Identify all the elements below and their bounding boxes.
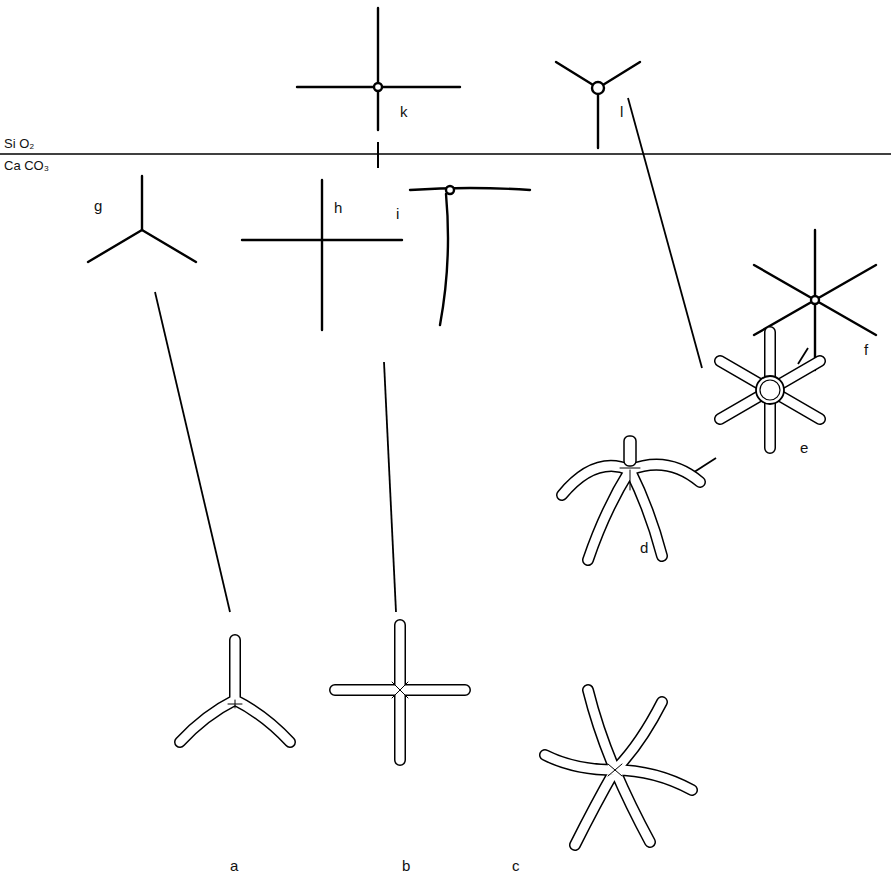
figure-letter: h <box>334 200 342 215</box>
figure-letter: g <box>94 198 102 213</box>
figure-letter: l <box>620 104 623 119</box>
figure-letter: b <box>402 858 410 873</box>
relation-lines <box>155 98 808 612</box>
figure-letter: c <box>512 858 520 873</box>
thin-spicules <box>88 8 876 370</box>
mineral-label: Ca CO₃ <box>4 159 49 172</box>
figure-letter: i <box>396 206 399 221</box>
figure-letter: e <box>800 440 808 455</box>
figure-letter: a <box>230 858 238 873</box>
figure-letter: k <box>400 104 408 119</box>
figure-letter: d <box>640 540 648 555</box>
divider-line <box>0 153 891 155</box>
tick-mark <box>377 142 379 168</box>
figure-letter: f <box>864 342 868 357</box>
mineral-label: Si O₂ <box>4 137 34 150</box>
thick-spicules <box>180 332 820 845</box>
